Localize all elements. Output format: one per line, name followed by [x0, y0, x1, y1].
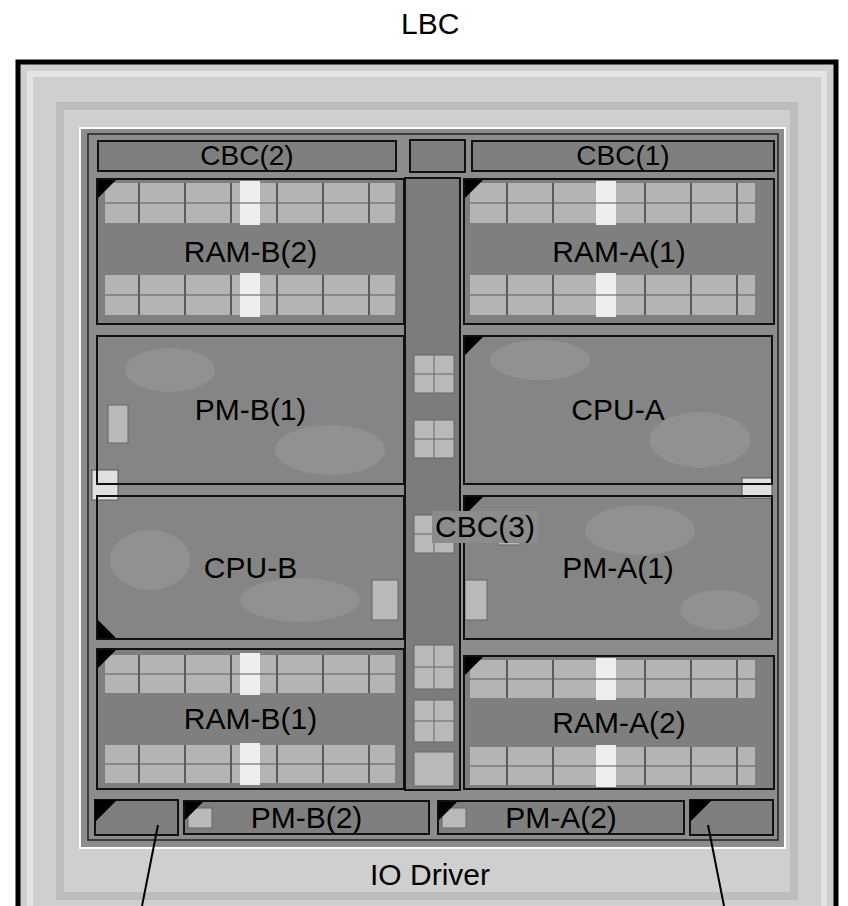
ram-block: RAM-A(1)	[463, 178, 775, 325]
block-label: PM-A(1)	[562, 553, 674, 583]
block-label: CBC(3)	[432, 511, 538, 543]
pm-block: PM-B(1)	[96, 335, 405, 485]
pm-block: PM-B(2)	[183, 800, 430, 835]
ram-block: RAM-B(2)	[96, 178, 405, 325]
block-label: RAM-B(1)	[184, 704, 317, 734]
cpu-block: CPU-B	[96, 495, 405, 640]
block-label: PM-A(2)	[505, 803, 617, 833]
package-ring	[18, 62, 836, 906]
leader-lines	[142, 825, 724, 906]
ring-label: IO Driver	[367, 859, 493, 891]
chip-label: LBC	[398, 8, 462, 40]
cbc-block: CBC(1)	[471, 140, 775, 172]
block-label: CBC(1)	[576, 142, 669, 170]
block-label: CPU-B	[204, 553, 297, 583]
block-label: PM-B(1)	[195, 395, 307, 425]
die-frame	[88, 134, 778, 840]
ring-band	[60, 106, 794, 896]
block-label: CPU-A	[571, 395, 664, 425]
block-label: RAM-A(2)	[552, 708, 685, 738]
block-label: PM-B(2)	[251, 803, 363, 833]
pm-block: PM-A(2)	[437, 800, 685, 835]
ram-block: RAM-A(2)	[463, 655, 775, 790]
block-label: CBC(2)	[200, 142, 293, 170]
cbc-block: CBC(2)	[97, 140, 397, 172]
block-label: RAM-B(2)	[184, 237, 317, 267]
block-fills	[95, 140, 775, 835]
die-core	[80, 128, 785, 848]
ram-block: RAM-B(1)	[96, 648, 405, 790]
cpu-block: CPU-A	[463, 335, 773, 485]
corner-markers	[95, 178, 712, 822]
grid-lines	[414, 355, 454, 742]
macro-grids	[108, 355, 520, 828]
ring-band	[30, 74, 824, 906]
center-strip	[405, 178, 460, 790]
block-label: RAM-A(1)	[552, 237, 685, 267]
